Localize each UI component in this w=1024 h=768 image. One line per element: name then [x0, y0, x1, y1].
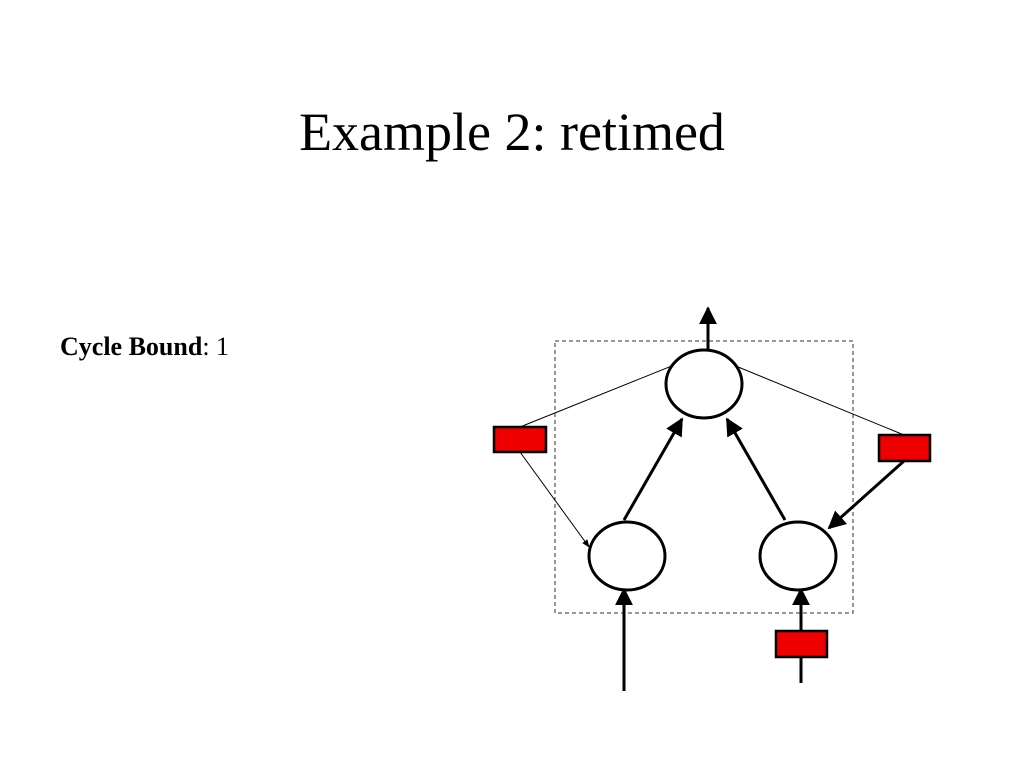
register-left — [492, 425, 548, 454]
node-top — [664, 348, 744, 420]
node-left — [587, 520, 667, 592]
edge-left-register-to-left-node — [519, 451, 590, 548]
cycle-bound-value: 1 — [216, 332, 230, 361]
cycle-bound-separator: : — [202, 332, 217, 361]
register-right — [877, 433, 932, 463]
edge-left-node-to-top-node — [622, 417, 684, 521]
edge-right-node-to-top-node — [725, 417, 787, 521]
cycle-bound-text: Cycle Bound: 1 — [60, 332, 229, 362]
retiming-boundary — [554, 340, 854, 614]
slide-title: Example 2: retimed — [299, 102, 725, 162]
register-bottom — [774, 629, 829, 659]
edge-right-register-to-right-node — [827, 459, 905, 530]
node-right — [758, 520, 838, 592]
cycle-bound-label: Cycle Bound — [60, 332, 203, 361]
